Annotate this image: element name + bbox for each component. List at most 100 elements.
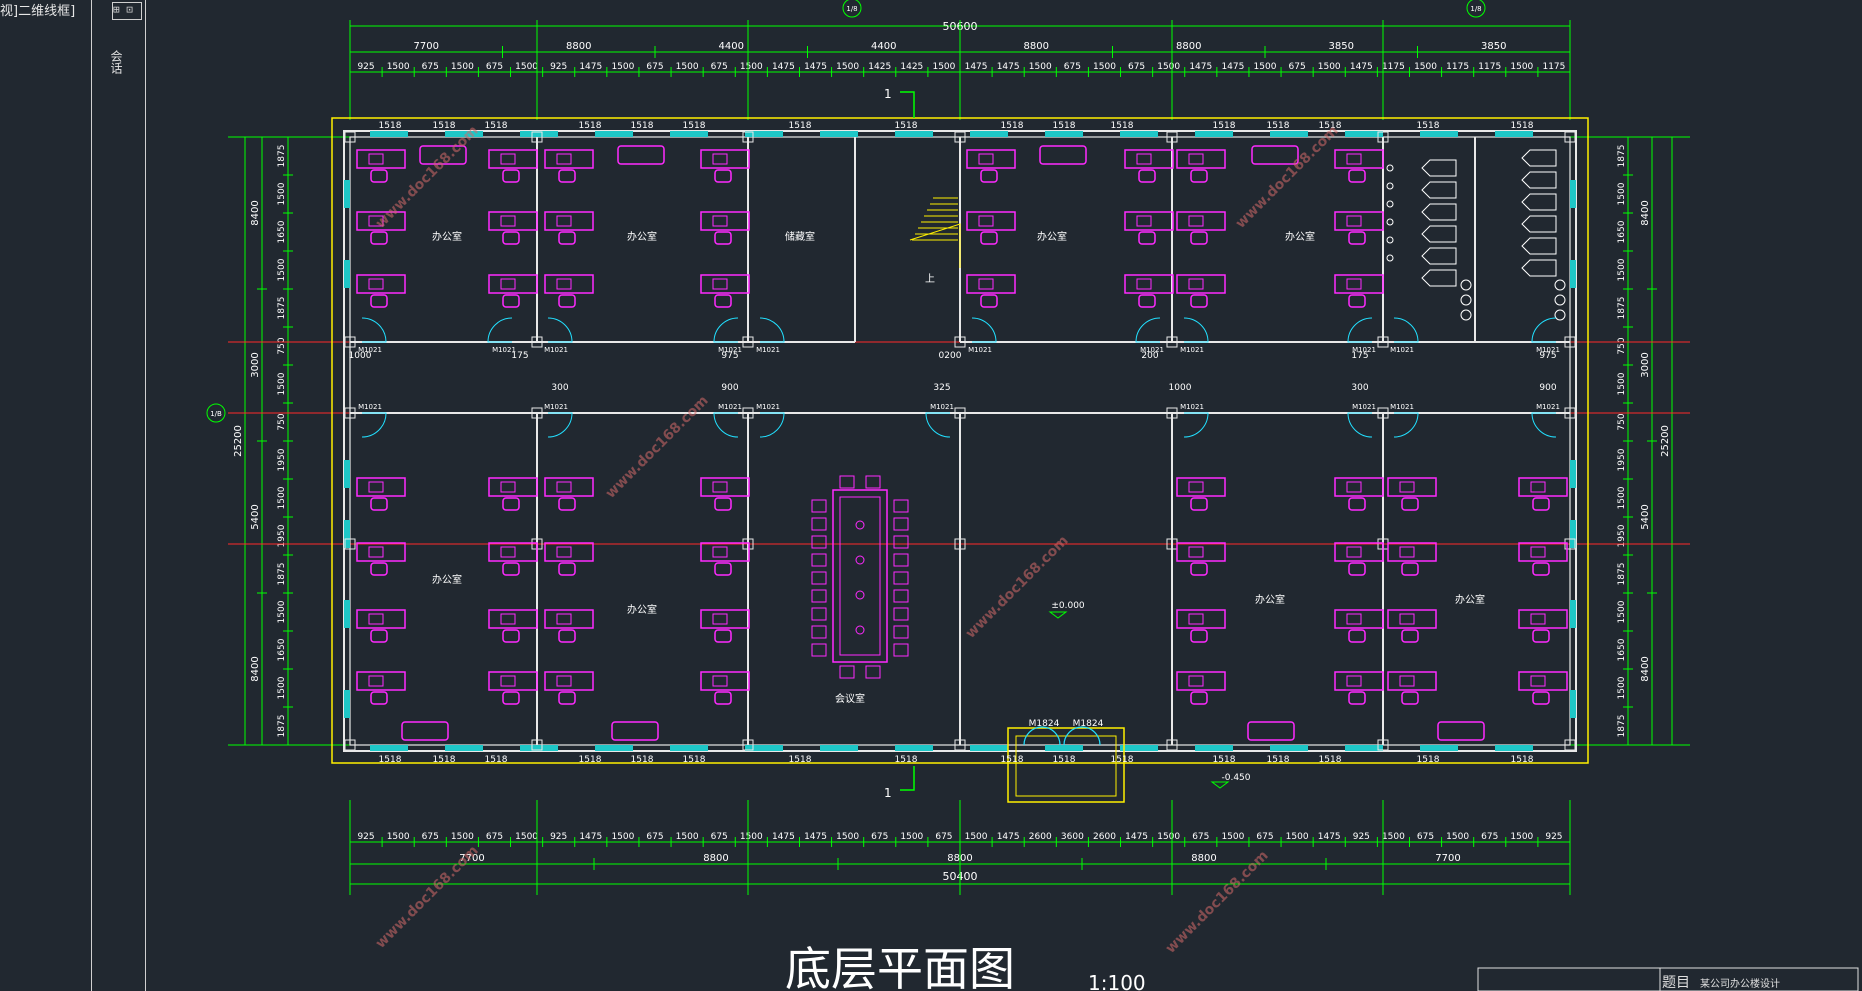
column [954, 739, 966, 751]
bottom-detail-dim-label: 1475 [1125, 832, 1148, 842]
left-detail-dim-label: 1500 [277, 486, 287, 509]
chair [370, 497, 388, 511]
desk [700, 542, 750, 562]
door-label: M1021 [492, 346, 516, 354]
door-dim-label: 175 [511, 351, 528, 361]
viewport-label[interactable]: 视]二维线框] [0, 4, 76, 19]
axis-bubble [842, 0, 862, 18]
chair [980, 169, 998, 183]
meeting-chair [839, 665, 855, 679]
desk [356, 542, 406, 562]
top-detail-dim-label: 1475 [804, 62, 827, 72]
chair [558, 629, 576, 643]
bottom-dim-label: 7700 [1435, 853, 1460, 864]
chair [558, 562, 576, 576]
sofa [419, 145, 467, 165]
watermark-text: www.doc168.com [373, 123, 482, 232]
chair [1348, 691, 1366, 705]
top-detail-dim-label: 675 [422, 62, 439, 72]
top-detail-dim-label: 1500 [932, 62, 955, 72]
column [742, 336, 754, 348]
chair [1532, 629, 1550, 643]
bottom-detail-dim-label: 1475 [804, 832, 827, 842]
toilet-stall [1421, 159, 1457, 177]
door-swing [1183, 317, 1209, 343]
window-label: 1518 [1213, 121, 1236, 131]
bottom-detail-dim-label: 925 [550, 832, 567, 842]
axis-bubble-label: 1/8 [1470, 5, 1481, 13]
meeting-chair [811, 643, 827, 657]
column [1166, 336, 1178, 348]
bottom-detail-dim-label: 1500 [1286, 832, 1309, 842]
bottom-detail-dim-label: 675 [646, 832, 663, 842]
door-label: M1021 [1536, 346, 1560, 354]
desk [544, 211, 594, 231]
monitor [1188, 675, 1204, 687]
window-label: 1518 [1053, 121, 1076, 131]
monitor [1530, 613, 1546, 625]
right-detail-dim-label: 1650 [1617, 220, 1627, 243]
toilet-stall [1421, 203, 1457, 221]
door-label: M1021 [1140, 346, 1164, 354]
bottom-detail-dim-label: 1500 [611, 832, 634, 842]
monitor [1188, 546, 1204, 558]
desk [544, 477, 594, 497]
monitor [368, 675, 384, 687]
top-detail-dim-label: 925 [550, 62, 567, 72]
monitor [1346, 215, 1362, 227]
top-detail-dim-label: 1500 [1414, 62, 1437, 72]
axis-bubble-label: 1/B [210, 410, 222, 418]
top-detail-dim-label: 1475 [997, 62, 1020, 72]
desk [1124, 211, 1174, 231]
chair [1348, 562, 1366, 576]
desk [1334, 274, 1384, 294]
chair [502, 562, 520, 576]
door-label: M1021 [358, 403, 382, 411]
monitor [1136, 278, 1152, 290]
top-dim-label: 8800 [1176, 41, 1201, 52]
door-label: M1021 [718, 403, 742, 411]
plant [855, 590, 865, 600]
desk [356, 149, 406, 169]
window [445, 745, 483, 751]
monitor [1399, 481, 1415, 493]
room-label: 办公室 [432, 230, 462, 243]
wall-layer [331, 117, 1589, 803]
top-detail-dim-label: 675 [1289, 62, 1306, 72]
bottom-detail-dim-label: 675 [935, 832, 952, 842]
desk [544, 274, 594, 294]
window [970, 745, 1008, 751]
desk [1124, 149, 1174, 169]
bottom-detail-dim-label: 1500 [387, 832, 410, 842]
desk [1334, 671, 1384, 691]
window [820, 131, 858, 137]
monitor [368, 153, 384, 165]
top-detail-dim-label: 925 [357, 62, 374, 72]
furniture-layer [356, 145, 1568, 741]
toilet-stall [1421, 269, 1457, 287]
plant [855, 625, 865, 635]
door-swing [713, 317, 739, 343]
desk [1518, 477, 1568, 497]
window-label: 1518 [683, 121, 706, 131]
monitor [978, 215, 994, 227]
window [1570, 600, 1576, 628]
viewcube-icon[interactable]: ⊞ ⊡ [112, 2, 142, 20]
desk [1518, 671, 1568, 691]
section-mark: 1 [884, 786, 892, 800]
urinal [1386, 218, 1394, 226]
desk [488, 274, 538, 294]
monitor [500, 153, 516, 165]
toilet-stall [1521, 237, 1557, 255]
desk [1176, 149, 1226, 169]
meeting-chair [839, 475, 855, 489]
door-label: M1021 [358, 346, 382, 354]
monitor [368, 215, 384, 227]
right-detail-dim-label: 1875 [1617, 563, 1627, 586]
window [1045, 745, 1083, 751]
top-detail-dim-label: 1500 [515, 62, 538, 72]
urinal [1386, 236, 1394, 244]
